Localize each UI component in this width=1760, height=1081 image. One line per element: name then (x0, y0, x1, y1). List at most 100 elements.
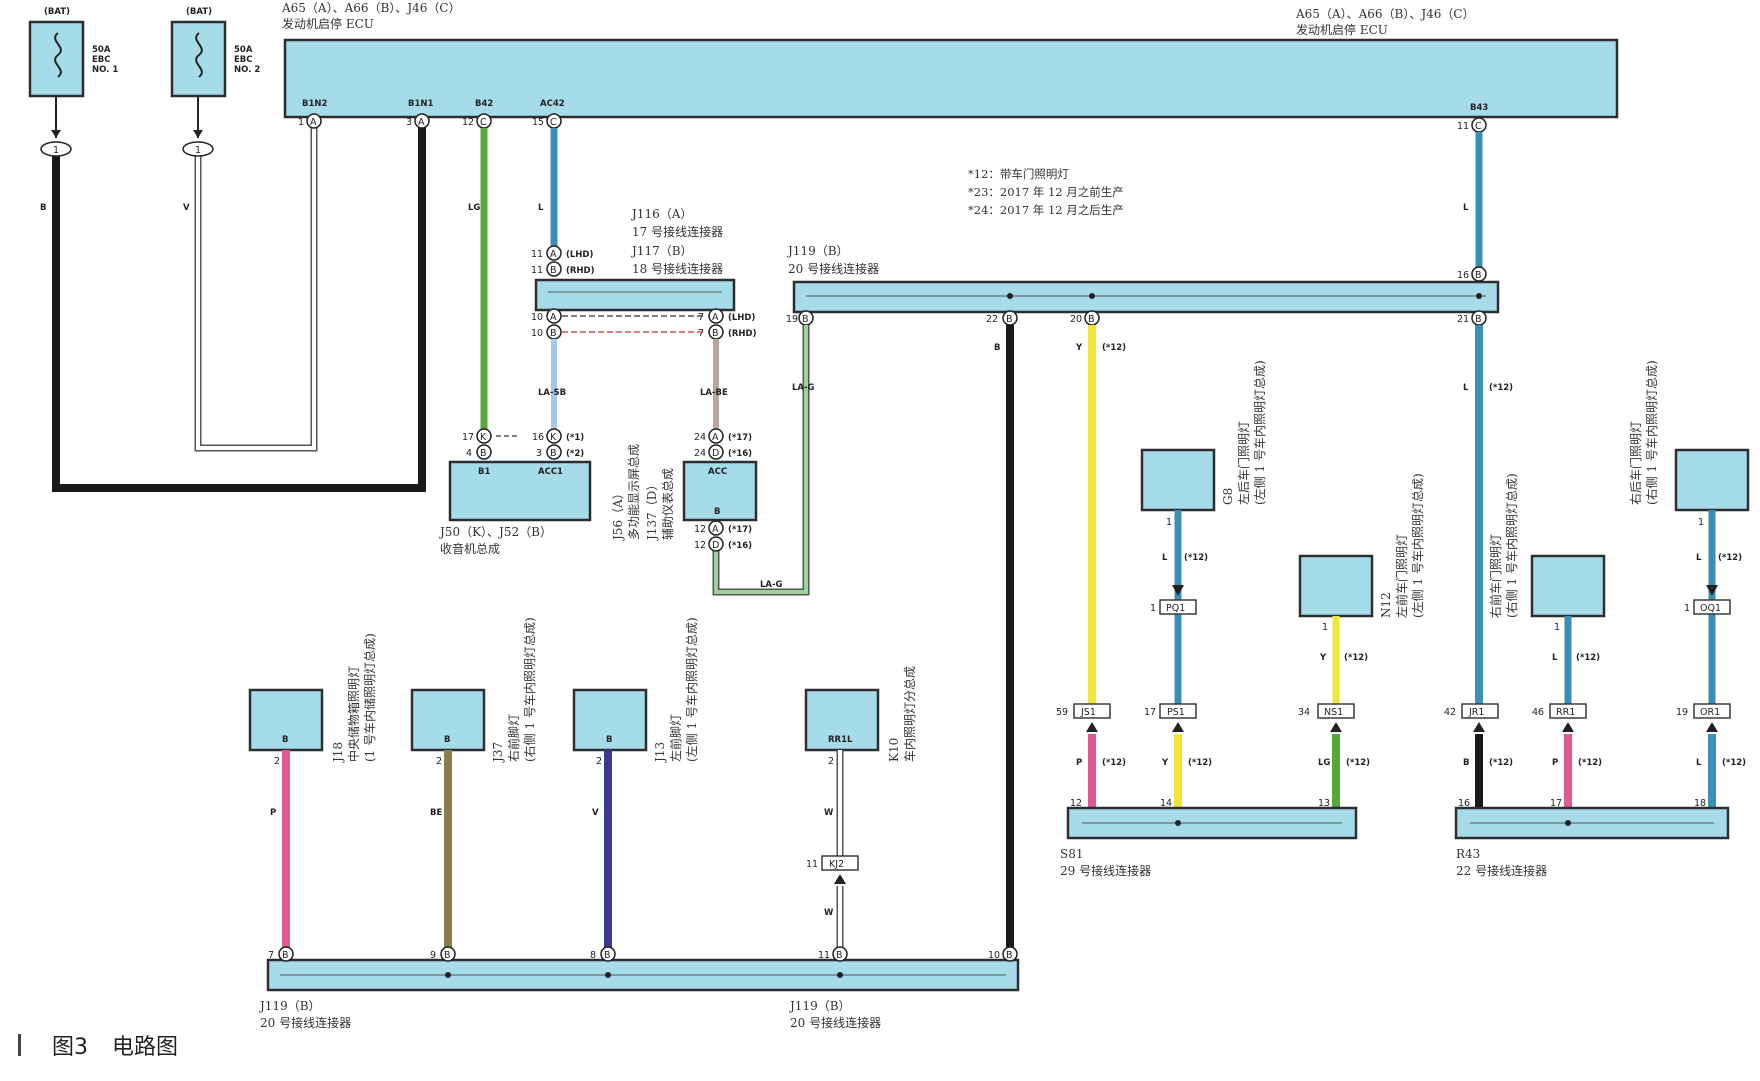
radio-pin-4 (476, 444, 492, 460)
j116-name: 17 号接线连接器 (632, 224, 723, 239)
lamp-rr-pin: 1 (1698, 517, 1704, 528)
r43-name: 22 号接线连接器 (1456, 863, 1547, 878)
note-12: *12：带车门照明灯 (968, 167, 1069, 181)
wire-la-g-bottom-label: LA-G (760, 580, 783, 590)
lamp-g8-box (1140, 448, 1216, 512)
wire-p-js1-label: P (1076, 758, 1082, 768)
j119-top-box (792, 280, 1500, 314)
j119-bottom-pin-10-num: 10 (988, 950, 1000, 961)
ecu-pin-ac42-name: AC42 (540, 99, 565, 109)
conn-pq1-pin: 1 (1150, 603, 1156, 614)
lamp-j13-name: 左前脚灯 (668, 714, 683, 762)
conn-ns1-label: NS1 (1324, 707, 1343, 718)
conn-oq1-pin: 1 (1684, 603, 1690, 614)
display-pin-24a-tag: (*17) (728, 433, 752, 443)
lamp-j37-sub: (右侧 1 号车内照明灯总成) (522, 617, 537, 762)
lamp-j37-label: J37 右前脚灯 (右侧 1 号车内照明灯总成) (491, 617, 537, 764)
lamp-rf-pin: 1 (1554, 622, 1560, 633)
lamp-n12-label: N12 左前车门照明灯 (左侧 1 号车内照明灯总成) (1379, 473, 1425, 618)
conn-rr1-pin: 46 (1532, 707, 1544, 718)
j116-pin-top-b (546, 261, 562, 277)
j119-bottom-junction-1 (445, 972, 451, 978)
wire-lg-ns1-tag: (*12) (1346, 758, 1370, 768)
wire-la-be-label: LA-BE (700, 388, 728, 398)
j119-top-label: J119（B） (786, 244, 849, 258)
conn-ns1-arrow-icon (1330, 722, 1342, 732)
fuse-2-no: NO. 2 (234, 65, 260, 75)
j116-pin-r-a-conn: A (712, 312, 719, 323)
fuse-2-rating: 50A (234, 45, 253, 55)
radio-pin-17-conn: K (480, 432, 487, 443)
conn-kj2 (821, 855, 859, 871)
lamp-g8-label: G8 左后车门照明灯 (左侧 1 号车内照明灯总成) (1221, 360, 1267, 505)
j116-pin-r-a-tag: (LHD) (728, 313, 755, 323)
lamp-j18-label: J18 中央储物箱照明灯 (1 号车内储照明灯总成) (331, 633, 377, 764)
j119-bottom-pin-9 (440, 946, 456, 962)
wire-la-g-label: LA-G (792, 383, 815, 393)
display-pin-12d-conn: D (712, 540, 719, 551)
conn-js1-pin: 59 (1056, 707, 1068, 718)
conn-or1-arrow-icon (1706, 722, 1718, 732)
j119-bottom-pin-10-conn: B (1006, 950, 1013, 961)
lamp-rf-name: 右前车门照明灯 (1488, 534, 1503, 618)
wire-b-j119-22-label: B (994, 343, 1000, 353)
lamp-j18-pin: 2 (274, 756, 280, 767)
ecu-box (283, 38, 1619, 119)
j116-pin-l-b-conn: B (550, 328, 557, 339)
s81-name: 29 号接线连接器 (1060, 863, 1151, 878)
lamp-rr-label: 右后车门照明灯 (右侧 1 号车内照明灯总成) (1628, 360, 1659, 505)
lamp-j18-wire: P (270, 808, 276, 818)
ecu-pin-b42-num: 12 (462, 117, 474, 128)
lamp-j37-term: B (444, 735, 450, 745)
note-23: *23：2017 年 12 月之前生产 (968, 185, 1124, 199)
j119-bottom-pin-8-conn: B (604, 950, 611, 961)
j119-pin-21-conn: B (1475, 314, 1482, 325)
lamp-k10-id: K10 (887, 738, 901, 762)
j119-top-junction-3 (1476, 293, 1482, 299)
radio-term-b1: B1 (478, 467, 490, 477)
lamp-n12-tag: (*12) (1344, 653, 1368, 663)
r43-pin-18: 18 (1694, 798, 1706, 809)
fuse-1-pin (40, 141, 72, 157)
ecu-pin-b1n1-name: B1N1 (408, 99, 434, 109)
lamp-rf-sub: (右侧 1 号车内照明灯总成) (1504, 473, 1519, 618)
j119-bottom-left-label: J119（B） (258, 999, 321, 1013)
fuse-2-name: EBC (234, 55, 253, 65)
radio-pin-3-conn: B (550, 448, 557, 459)
lamp-n12-pin: 1 (1322, 622, 1328, 633)
j119-bottom-pin-7-num: 7 (268, 950, 274, 961)
fuse-1-wire-label: B (40, 203, 46, 213)
lamp-rf-box (1530, 554, 1606, 618)
j119-pin-22-num: 22 (986, 314, 998, 325)
conn-kj2-pin: 11 (806, 859, 818, 870)
conn-or1-label: OR1 (1700, 707, 1720, 718)
radio-box (448, 460, 592, 522)
conn-oq1 (1693, 599, 1731, 615)
lamp-k10-wire-lower: W (824, 908, 834, 918)
j119-bottom-pin-10 (1002, 946, 1018, 962)
display-pin-12d-tag: (*16) (728, 541, 752, 551)
lamp-rr-arrow-icon (1706, 585, 1718, 596)
j116-pin-r-b-tag: (RHD) (728, 329, 757, 339)
j119-bottom-pin-9-num: 9 (430, 950, 436, 961)
lamp-j13-pin: 2 (596, 756, 602, 767)
ecu-right-label: A65（A）、A66（B）、J46（C） (1295, 7, 1475, 21)
wire-y-j119-20-tag: (*12) (1102, 343, 1126, 353)
radio-pin-17 (476, 428, 492, 444)
wire-b-jr1-label: B (1463, 758, 1469, 768)
lamp-j18-id: J18 (331, 742, 345, 764)
j116-pin-l-a-num: 10 (531, 312, 543, 323)
s81-junction (1175, 820, 1181, 826)
j119-bottom-junction-2 (605, 972, 611, 978)
conn-jr1-arrow-icon (1473, 722, 1485, 732)
wire-l-or1-tag: (*12) (1722, 758, 1746, 768)
lamp-j18-name: 中央储物箱照明灯 (346, 666, 361, 762)
conn-rr1-label: RR1 (1556, 707, 1575, 718)
conn-rr1-arrow-icon (1562, 722, 1574, 732)
display-name-aux: 辅助仪表总成 (661, 468, 675, 540)
j119-bottom-pin-11-num: 11 (818, 950, 830, 961)
conn-js1 (1073, 703, 1111, 719)
j116-pin-top-b-tag: (RHD) (566, 266, 595, 276)
fuse-2-arrow-icon (193, 130, 203, 138)
lamp-j13-id: J13 (653, 742, 667, 764)
